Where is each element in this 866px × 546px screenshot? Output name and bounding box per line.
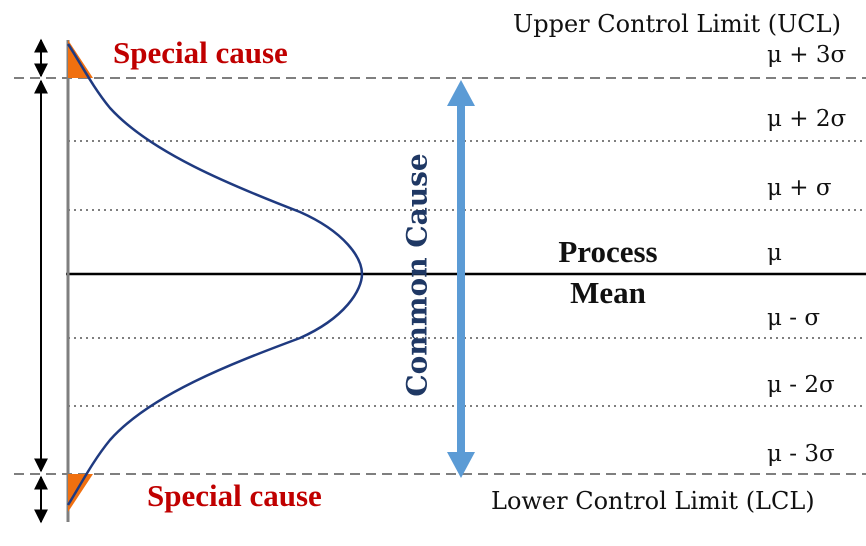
- ucl-label: Upper Control Limit (UCL): [513, 10, 841, 38]
- lcl-label: Lower Control Limit (LCL): [491, 487, 815, 515]
- upper-tail-region: [68, 40, 93, 78]
- level-label-plus-3-sigma: μ + 3σ: [767, 42, 847, 68]
- level-label-minus-3-sigma: μ - 3σ: [767, 441, 835, 467]
- common-cause-label: Common Cause: [400, 153, 434, 397]
- level-label-plus-2-sigma: μ + 2σ: [767, 106, 847, 132]
- normal-distribution-curve: [66, 43, 364, 506]
- level-label-minus-2-sigma: μ - 2σ: [767, 372, 835, 398]
- common-cause-arrow: [447, 80, 475, 478]
- level-label-plus-1-sigma: μ + σ: [767, 175, 832, 201]
- level-label-mean: μ: [767, 240, 782, 266]
- process-mean-label-line1: Process: [558, 234, 658, 269]
- lower-tail-region: [68, 474, 93, 512]
- process-mean-label-line2: Mean: [570, 275, 646, 310]
- level-label-minus-1-sigma: μ - σ: [767, 305, 821, 331]
- special-cause-bottom-label: Special cause: [147, 478, 322, 513]
- special-cause-top-label: Special cause: [113, 35, 288, 70]
